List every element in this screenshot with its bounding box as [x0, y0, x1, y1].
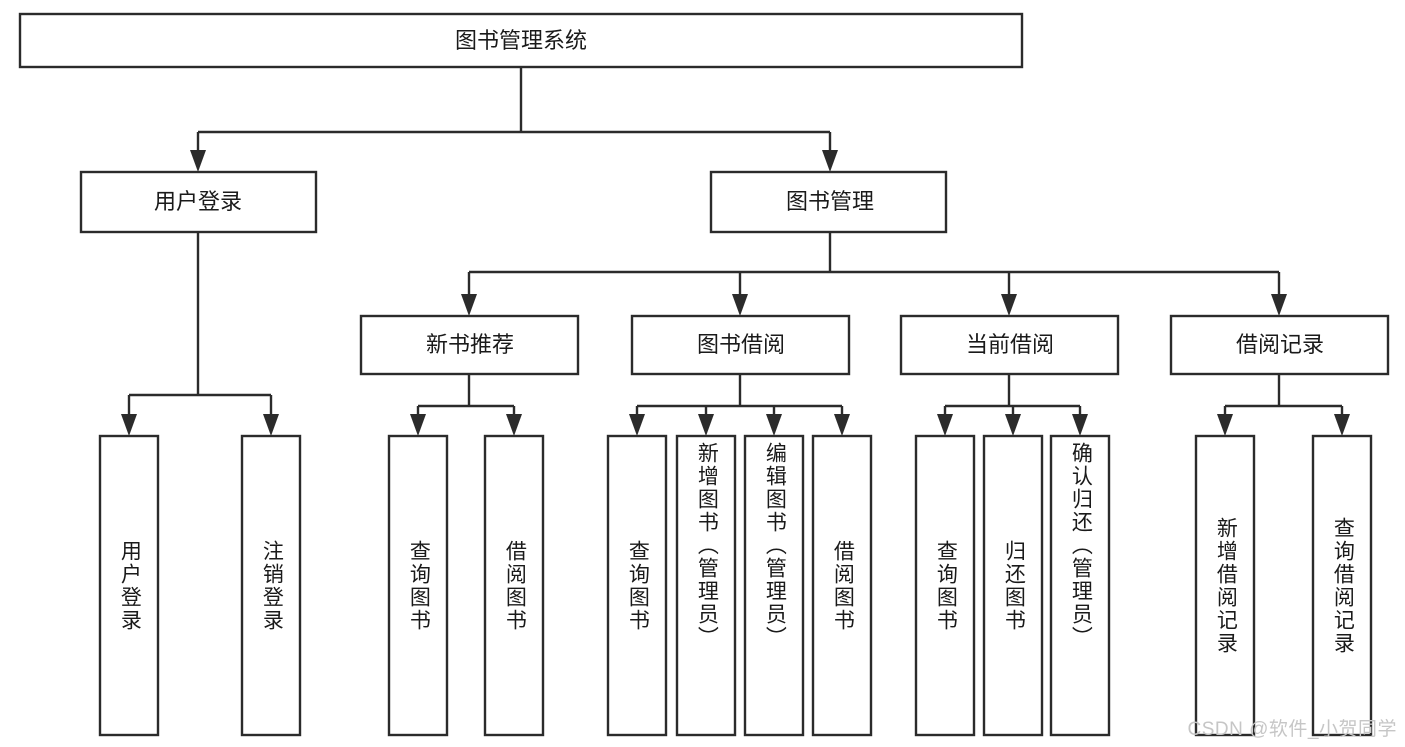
arrow-head-borrow-record: [1271, 294, 1287, 316]
node-book-manage-box[interactable]: [709, 170, 948, 234]
leaf-box-add-book[interactable]: [675, 434, 737, 737]
leaf-box-borrow-book-1[interactable]: [483, 434, 545, 737]
arrow-head-leaf-user-logout: [263, 414, 279, 436]
connector-group-book-borrow: [629, 374, 850, 436]
node-user-login[interactable]: 用户登录: [79, 170, 318, 234]
leaf-box-borrow-book-2[interactable]: [811, 434, 873, 737]
arrow-head-leaf-confirm-return: [1072, 414, 1088, 436]
node-new-book-recommend-label: 新书推荐: [426, 332, 514, 357]
node-user-login-box[interactable]: [79, 170, 318, 234]
node-current-borrow-box[interactable]: [899, 314, 1120, 376]
arrow-head-leaf-borrow-book-1: [506, 414, 522, 436]
node-book-manage-label: 图书管理: [786, 189, 874, 214]
connector-group-root: [190, 67, 838, 172]
arrow-head-leaf-query-record: [1334, 414, 1350, 436]
node-borrow-record-label: 借阅记录: [1236, 332, 1324, 357]
node-borrow-record-box[interactable]: [1169, 314, 1390, 376]
connector-group-new-book-recommend: [410, 374, 522, 436]
node-new-book-recommend[interactable]: 新书推荐: [359, 314, 580, 376]
node-root-box[interactable]: [18, 12, 1024, 69]
connector-group-borrow-record: [1217, 374, 1350, 436]
arrow-head-new-book-recommend: [461, 294, 477, 316]
node-borrow-record[interactable]: 借阅记录: [1169, 314, 1390, 376]
leaf-box-query-record[interactable]: [1311, 434, 1373, 737]
node-root[interactable]: 图书管理系统: [18, 12, 1024, 69]
arrow-head-user-login: [190, 150, 206, 172]
leaf-box-user-login[interactable]: [98, 434, 160, 737]
connector-group-user-login: [121, 232, 279, 436]
arrow-head-leaf-borrow-book-2: [834, 414, 850, 436]
node-current-borrow-label: 当前借阅: [966, 332, 1054, 357]
arrow-head-current-borrow: [1001, 294, 1017, 316]
leaf-box-query-book-1[interactable]: [387, 434, 449, 737]
arrow-head-book-manage: [822, 150, 838, 172]
arrow-head-book-borrow: [732, 294, 748, 316]
leaf-box-user-logout[interactable]: [240, 434, 302, 737]
arrow-head-leaf-user-login: [121, 414, 137, 436]
leaf-box-add-record[interactable]: [1194, 434, 1256, 737]
leaf-box-confirm-return[interactable]: [1049, 434, 1111, 737]
connector-group-current-borrow: [937, 374, 1088, 436]
leaf-box-query-book-2[interactable]: [606, 434, 668, 737]
connector-group-book-manage: [461, 232, 1287, 316]
arrow-head-leaf-query-book-1: [410, 414, 426, 436]
node-book-borrow-label: 图书借阅: [697, 332, 785, 357]
arrow-head-leaf-add-record: [1217, 414, 1233, 436]
arrow-head-leaf-edit-book: [766, 414, 782, 436]
arrow-head-leaf-return-book: [1005, 414, 1021, 436]
leaf-box-return-book[interactable]: [982, 434, 1044, 737]
leaf-box-query-book-3[interactable]: [914, 434, 976, 737]
node-book-borrow-box[interactable]: [630, 314, 851, 376]
node-book-manage[interactable]: 图书管理: [709, 170, 948, 234]
leaf-box-group: [98, 434, 1373, 737]
csdn-watermark: CSDN @软件_小贺同学: [1187, 719, 1397, 740]
node-user-login-label: 用户登录: [154, 189, 242, 214]
node-new-book-recommend-box[interactable]: [359, 314, 580, 376]
node-root-label: 图书管理系统: [455, 28, 587, 53]
node-current-borrow[interactable]: 当前借阅: [899, 314, 1120, 376]
arrow-head-leaf-query-book-2: [629, 414, 645, 436]
arrow-head-leaf-add-book: [698, 414, 714, 436]
node-book-borrow[interactable]: 图书借阅: [630, 314, 851, 376]
leaf-box-edit-book[interactable]: [743, 434, 805, 737]
arrow-head-leaf-query-book-3: [937, 414, 953, 436]
